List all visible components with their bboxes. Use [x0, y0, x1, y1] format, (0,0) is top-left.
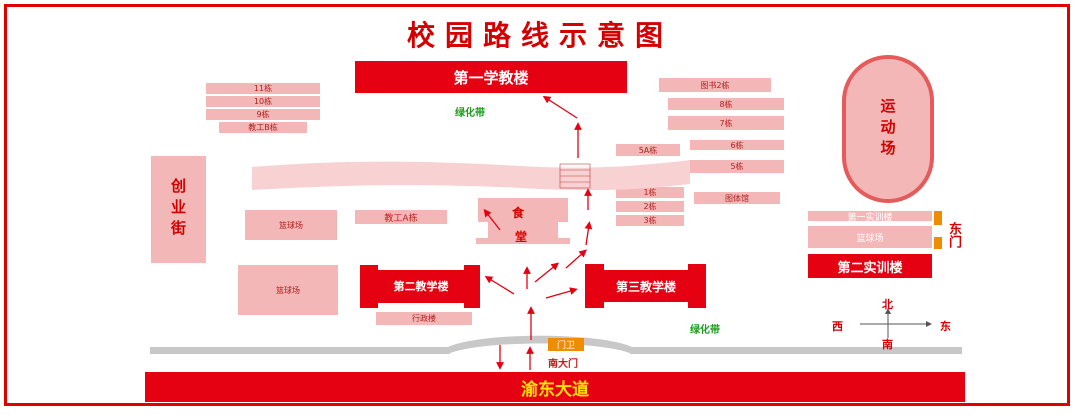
canteen-label-top[interactable]: 食	[512, 206, 525, 220]
building-6[interactable]: 6栋	[690, 140, 784, 152]
compass-west: 西	[832, 320, 843, 333]
arrow-5	[534, 262, 560, 283]
building-11[interactable]: 11栋	[206, 83, 320, 96]
building-5[interactable]: 5栋	[690, 160, 784, 175]
green-belt-label-2: 绿化带	[690, 325, 720, 336]
gate-bridge	[448, 335, 632, 354]
arrow-11	[542, 95, 578, 119]
arrow-8	[584, 221, 593, 246]
canteen-shape	[476, 198, 570, 244]
street-chuangye[interactable]: 创业街	[151, 156, 206, 263]
compass	[860, 310, 930, 338]
compass-south: 南	[882, 338, 893, 351]
stadium[interactable]: 运动场	[846, 59, 930, 199]
building-staff-b[interactable]: 教工B栋	[219, 122, 307, 135]
east-gate-label[interactable]: 东门	[946, 222, 970, 252]
arrow-2	[484, 275, 515, 295]
gate-guard[interactable]: 门卫	[548, 338, 584, 351]
east-gate-post-bottom	[934, 237, 942, 249]
compass-east: 东	[940, 320, 951, 333]
building-2[interactable]: 2栋	[616, 201, 684, 214]
map-frame	[4, 4, 1070, 406]
road-line-left	[150, 347, 450, 354]
east-gate-post-top	[934, 211, 942, 225]
building-staff-a[interactable]: 教工A栋	[355, 210, 447, 224]
teaching-2-shape	[360, 265, 480, 308]
building-8[interactable]: 8栋	[668, 98, 784, 112]
left-dorm-stack: 11栋 10栋 9栋 教工B栋	[206, 83, 320, 135]
building-teaching-3[interactable]: 第三教学楼	[615, 280, 676, 294]
compass-north: 北	[882, 298, 893, 311]
building-training-2[interactable]: 第二实训楼	[808, 254, 932, 278]
building-admin[interactable]: 行政楼	[376, 312, 472, 325]
east-gate-text: 东门	[946, 222, 961, 248]
arrow-7	[483, 208, 501, 231]
stadium-label: 运动场	[878, 97, 897, 161]
building-training-1[interactable]: 第一实训楼	[808, 211, 932, 223]
green-belt-label-1: 绿化带	[455, 108, 485, 119]
crossing-grid	[559, 163, 591, 189]
south-gate-label[interactable]: 南大门	[548, 359, 578, 370]
road-yudong[interactable]: 渝东大道	[145, 372, 965, 402]
arrow-6	[565, 249, 587, 269]
building-teaching-2[interactable]: 第二教学楼	[393, 280, 449, 293]
building-library-2[interactable]: 图书2栋	[659, 78, 771, 94]
building-1[interactable]: 1栋	[616, 187, 684, 200]
building-5a[interactable]: 5A栋	[616, 144, 680, 158]
basketball-court[interactable]: 篮球场	[808, 226, 932, 248]
street-label: 创业街	[169, 178, 187, 241]
arrow-3	[545, 287, 578, 299]
building-7[interactable]: 7栋	[668, 116, 784, 132]
building-left-block-2[interactable]: 篮球场	[238, 265, 338, 315]
building-3[interactable]: 3栋	[616, 215, 684, 228]
building-9[interactable]: 9栋	[206, 109, 320, 122]
map-title: 校园路线示意图	[406, 19, 673, 52]
building-left-block-1[interactable]: 篮球场	[245, 210, 337, 240]
road-line-right	[630, 347, 962, 354]
teaching-3-shape	[585, 264, 706, 308]
building-teaching-1[interactable]: 第一学教楼	[355, 61, 627, 93]
stadium-track: 运动场	[842, 55, 934, 203]
canteen-label-bottom[interactable]: 堂	[515, 230, 528, 244]
walkway-band	[252, 160, 690, 191]
building-10[interactable]: 10栋	[206, 96, 320, 109]
building-gym[interactable]: 图体馆	[694, 192, 780, 206]
